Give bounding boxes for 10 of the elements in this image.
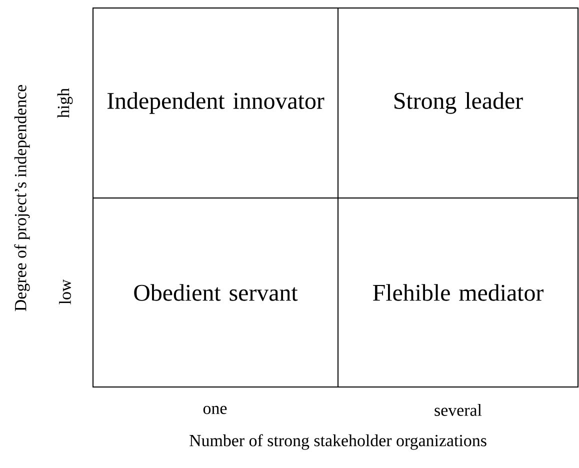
quadrant-cell: Strong leader	[338, 8, 578, 198]
axis-tick-label: one	[203, 406, 227, 414]
quadrant-cell: Independent innovator	[92, 8, 338, 198]
axis-tick-label: low	[59, 279, 71, 304]
axis-tick-label: several	[434, 404, 482, 416]
axis-title: Number of strong stakeholder organizations	[190, 434, 486, 450]
quadrant-cell: Flehible mediator	[338, 198, 578, 388]
quadrant-cell: Obedient servant	[92, 198, 338, 388]
axis-tick-label: high	[57, 88, 73, 118]
axis-title: Degree of project’s independence	[14, 85, 30, 312]
